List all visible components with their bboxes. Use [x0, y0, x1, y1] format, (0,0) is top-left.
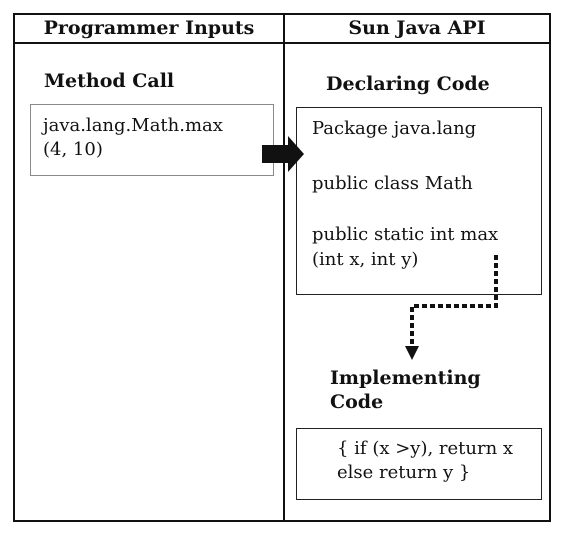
implementing-code-title-line-1: Implementing	[330, 367, 481, 389]
method-call-title: Method Call	[44, 70, 175, 92]
declaring-code-title: Declaring Code	[326, 73, 490, 95]
header-programmer-inputs: Programmer Inputs	[43, 17, 255, 39]
method-signature-line-1: public static int max	[312, 224, 499, 245]
declaring-code-box: Package java.lang public class Math publ…	[296, 107, 542, 295]
column-divider	[283, 13, 285, 522]
class-line: public class Math	[312, 173, 473, 194]
header-divider	[13, 42, 551, 44]
implementing-code-title-line-2: Code	[330, 391, 384, 413]
implementing-code-title: Implementing Code	[330, 366, 481, 414]
package-line: Package java.lang	[312, 118, 477, 139]
method-call-line-2: (4, 10)	[43, 139, 103, 160]
implementing-code-line-1: { if (x >y), return x	[337, 438, 514, 459]
method-call-line-1: java.lang.Math.max	[43, 115, 223, 136]
method-signature-line-2: (int x, int y)	[312, 249, 419, 270]
implementing-code-box: { if (x >y), return x else return y }	[296, 428, 542, 500]
method-call-box: java.lang.Math.max (4, 10)	[30, 104, 274, 176]
header-sun-java-api: Sun Java API	[348, 17, 486, 39]
diagram-frame	[13, 13, 551, 522]
implementing-code-line-2: else return y }	[337, 462, 471, 483]
